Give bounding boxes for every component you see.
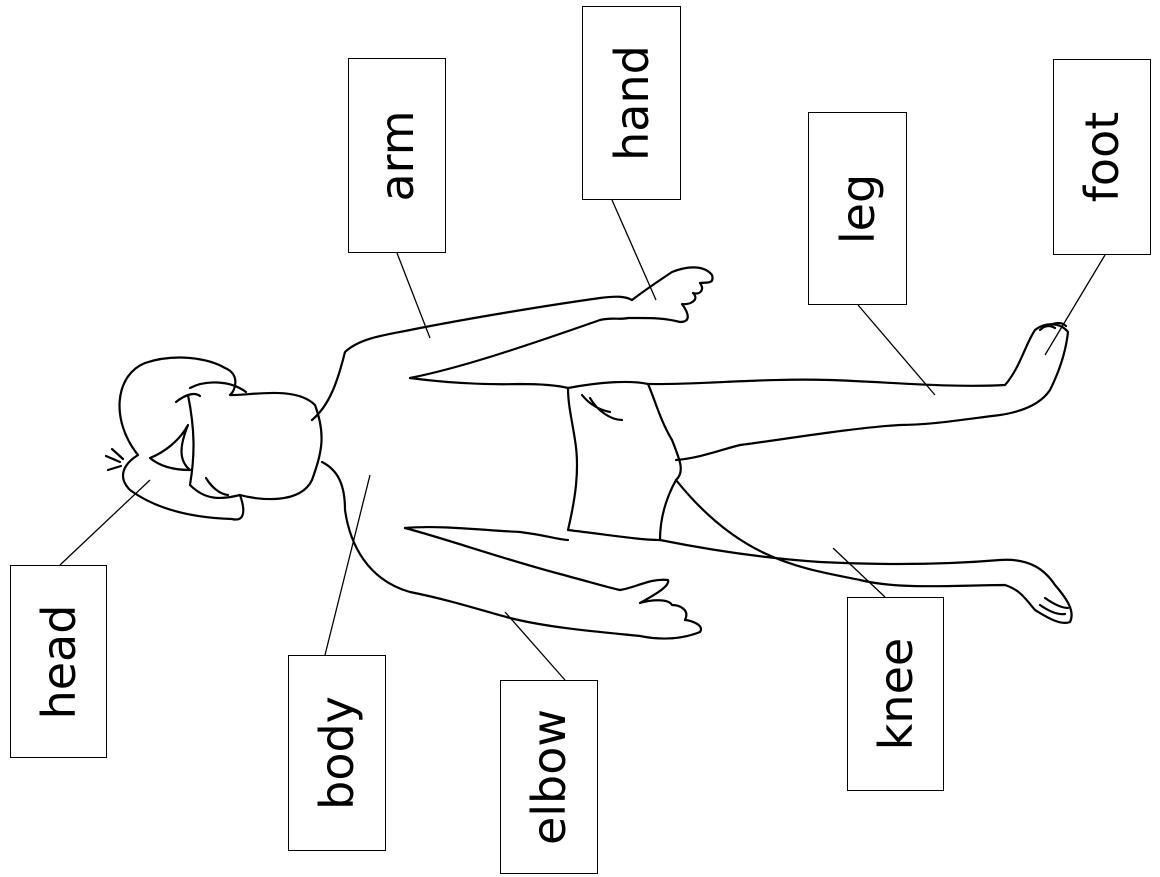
arm-bottom-inner [405,528,620,590]
chest-side-top [410,378,568,388]
label-head: head [36,604,82,719]
label-box-body: body [288,655,386,851]
foot-bottom-toes [1040,598,1068,614]
arm-top-underside [410,318,628,378]
leader-line-foot [1045,255,1105,355]
hair-tuft [206,478,228,495]
face-outline [188,382,246,498]
label-box-foot: foot [1053,59,1151,255]
leader-line-arm [397,253,430,338]
shorts [568,382,681,540]
leader-line-hand [612,200,656,300]
hair-strand [106,449,123,470]
label-body: body [314,696,360,810]
label-hand: hand [609,45,655,161]
label-arm: arm [374,110,420,201]
label-leg: leg [835,173,881,243]
leader-line-knee [833,548,885,597]
hair-tuft [150,425,190,470]
label-box-hand: hand [582,6,681,200]
neck-bottom [322,462,510,618]
torso-top [312,297,632,420]
leader-line-body [325,475,370,655]
leader-line-head [60,480,150,565]
label-knee: knee [873,638,919,750]
label-elbow: elbow [526,709,572,845]
label-box-elbow: elbow [500,680,598,874]
shorts-fold [582,395,622,420]
hand-bottom [510,580,701,639]
label-box-arm: arm [348,58,446,253]
label-box-head: head [10,565,107,758]
label-foot: foot [1079,112,1125,203]
arm-bottom-underside [405,527,568,540]
label-box-leg: leg [808,112,907,305]
hand-top [628,267,713,322]
label-box-knee: knee [847,597,944,791]
leg-top [648,324,1068,460]
